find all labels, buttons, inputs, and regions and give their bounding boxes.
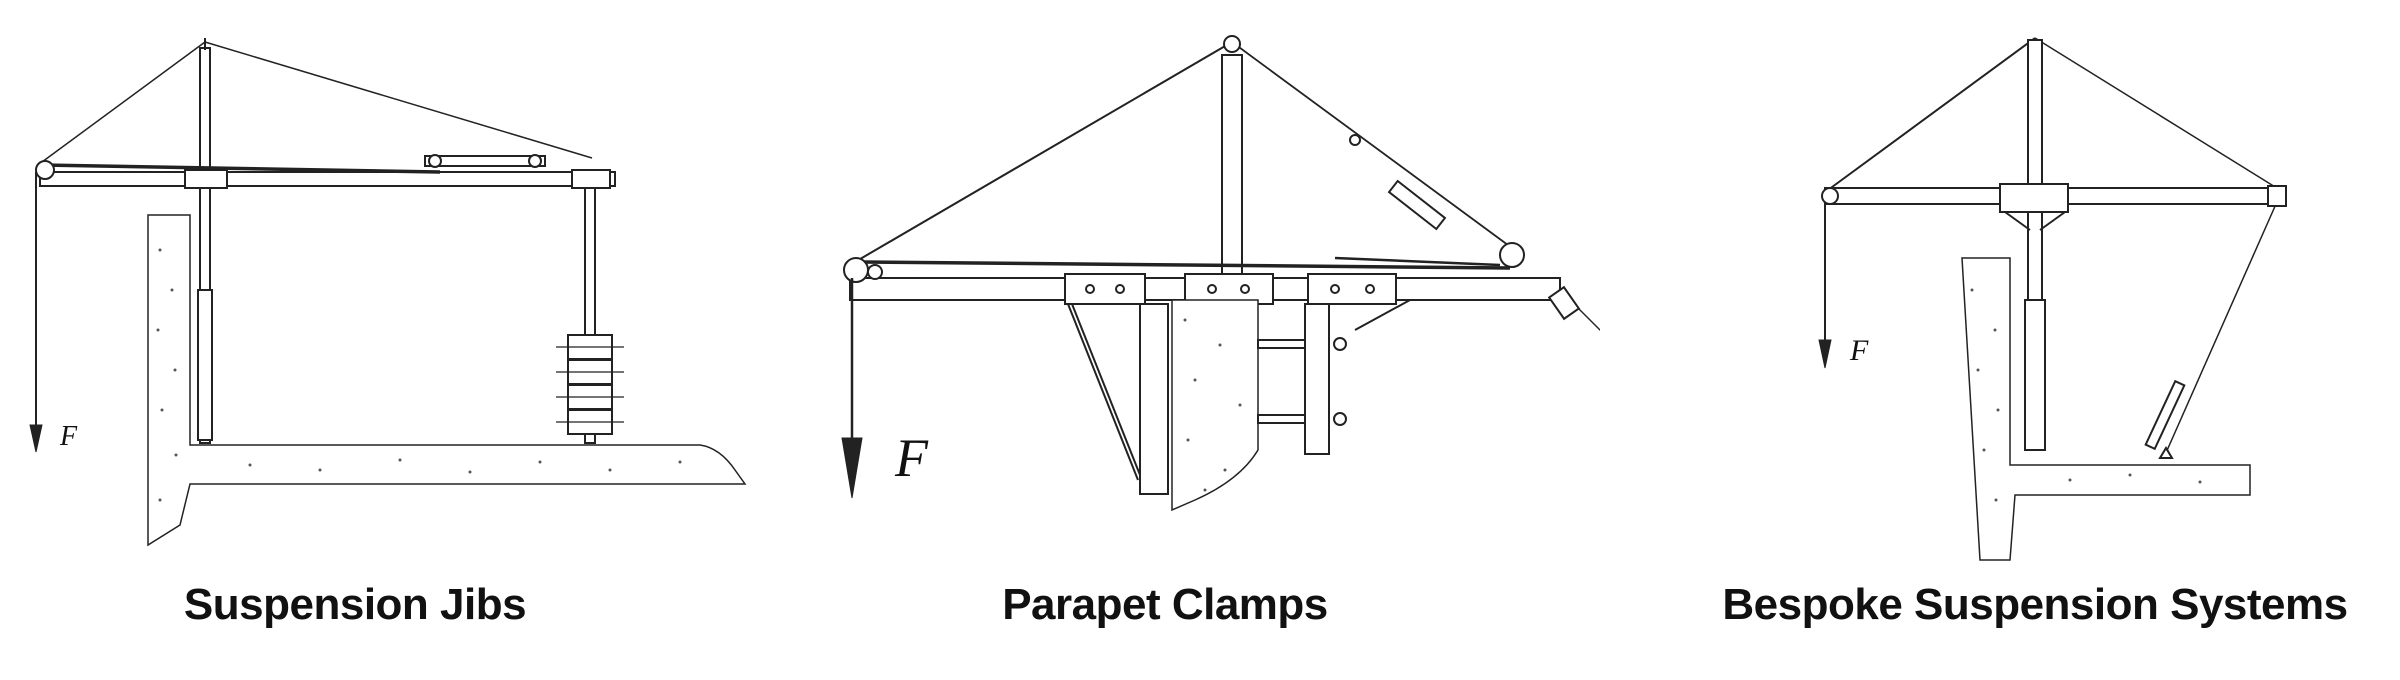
force-arrow-bespoke xyxy=(1818,204,1832,369)
bespoke-suspension-drawing: F xyxy=(1818,37,2287,561)
panel-bespoke-suspension: F Bespoke Suspension Systems xyxy=(1600,0,2400,680)
caption-bespoke-suspension: Bespoke Suspension Systems xyxy=(1722,580,2348,629)
parapet-clamp-drawing: F xyxy=(841,35,1600,512)
concrete-texture-clamp xyxy=(1183,318,1242,492)
panel-suspension-jibs: F Suspension Jibs xyxy=(0,0,800,680)
concrete-texture xyxy=(156,248,682,502)
panel-parapet-clamps: F Parapet Clamps xyxy=(800,0,1600,680)
force-arrow-jibs xyxy=(29,172,43,453)
counterweight-stack xyxy=(556,334,624,435)
concrete-texture-bespoke xyxy=(1970,288,2202,502)
force-arrow-clamps xyxy=(841,278,863,499)
force-label-jibs: F xyxy=(59,421,78,452)
suspension-jib-drawing: F xyxy=(29,38,747,547)
force-label-clamps: F xyxy=(894,428,929,488)
caption-parapet-clamps: Parapet Clamps xyxy=(1002,580,1328,629)
caption-suspension-jibs: Suspension Jibs xyxy=(183,580,527,629)
force-label-bespoke: F xyxy=(1849,334,1869,367)
